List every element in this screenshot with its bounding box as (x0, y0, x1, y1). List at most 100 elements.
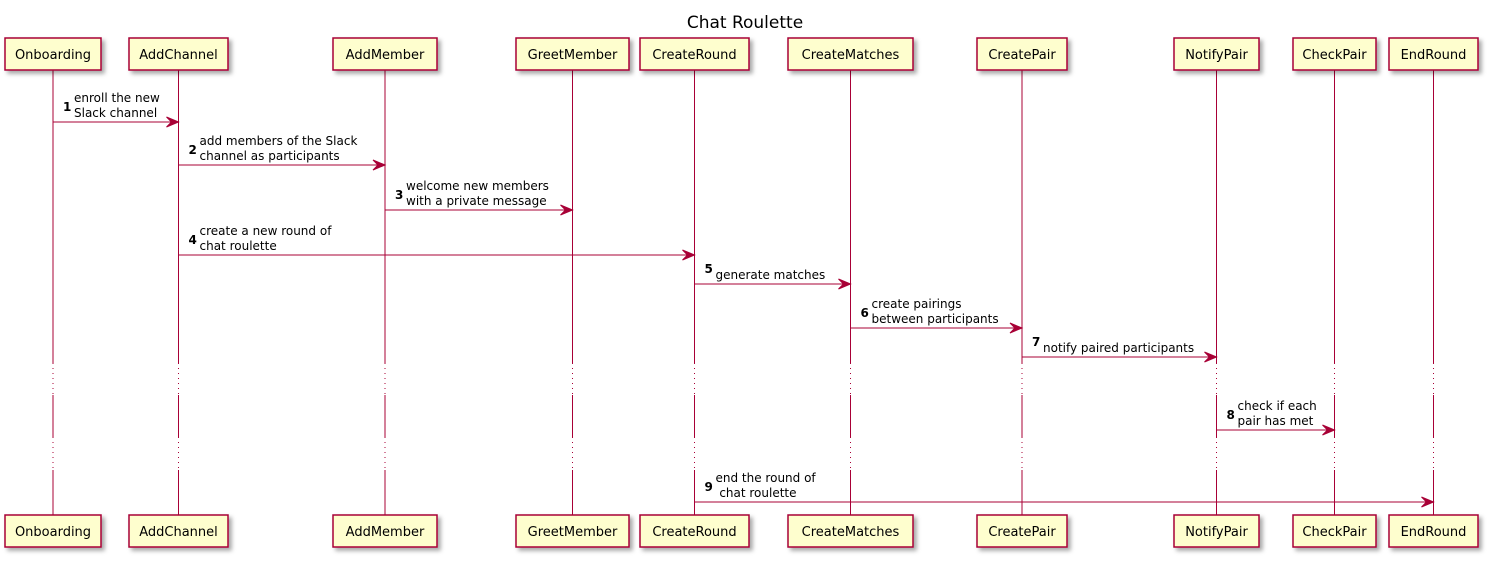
participant-box (128, 514, 229, 548)
message-number: 5 (705, 262, 713, 276)
participant-createround-top: CreateRound (639, 37, 750, 71)
message-label: chat roulette (200, 239, 277, 253)
message-label: pair has met (1238, 414, 1314, 428)
message-number: 6 (861, 306, 869, 320)
participant-box (128, 37, 229, 71)
message-label: check if each (1238, 399, 1317, 413)
participant-endround-bottom: EndRound (1388, 514, 1479, 548)
participant-label: CreatePair (988, 525, 1056, 540)
message-label: create a new round of (200, 224, 333, 238)
arrowhead-icon (1009, 322, 1024, 334)
participant-box (4, 514, 102, 548)
participant-box (1388, 514, 1479, 548)
participant-onboarding-top: Onboarding (4, 37, 102, 71)
participant-label: AddMember (346, 48, 425, 63)
participant-box (1292, 37, 1377, 71)
participant-box (1292, 514, 1377, 548)
participants-bottom: Onboarding AddChannel AddMember GreetMember… (4, 514, 1479, 548)
participant-notifypair-top: NotifyPair (1173, 37, 1260, 71)
participant-label: Onboarding (15, 48, 91, 63)
arrowhead-icon (560, 204, 574, 216)
arrowhead-icon (372, 159, 387, 171)
arrowhead-icon (1204, 351, 1218, 363)
message-label: Slack channel (74, 106, 157, 120)
participant-createpair-bottom: CreatePair (976, 514, 1068, 548)
message-label: enroll the new (74, 91, 160, 105)
participant-addmember-bottom: AddMember (332, 514, 438, 548)
participant-greetmember-top: GreetMember (515, 37, 630, 71)
arrowhead-icon (1322, 424, 1336, 436)
message-label: create pairings (872, 297, 962, 311)
participant-box (515, 37, 630, 71)
message-number: 2 (189, 143, 197, 157)
participant-label: EndRound (1401, 525, 1467, 540)
participant-box (1173, 37, 1260, 71)
arrowhead-icon (166, 116, 180, 128)
message-label: between participants (872, 312, 999, 326)
message-label: generate matches (716, 268, 826, 282)
participant-label: AddChannel (139, 525, 218, 540)
message-number: 9 (705, 480, 713, 494)
participant-box (1173, 514, 1260, 548)
participant-box (639, 37, 750, 71)
participant-label: GreetMember (528, 525, 618, 540)
participant-label: NotifyPair (1185, 48, 1248, 63)
message-number: 1 (63, 100, 71, 114)
message-label: end the round of (716, 471, 817, 485)
participant-label: CreateMatches (802, 48, 900, 63)
message-number: 7 (1032, 335, 1040, 349)
participant-box (332, 514, 438, 548)
participant-label: NotifyPair (1185, 525, 1248, 540)
participant-label: AddMember (346, 525, 425, 540)
participant-box (787, 37, 914, 71)
participant-label: AddChannel (139, 48, 218, 63)
participant-checkpair-top: CheckPair (1292, 37, 1377, 71)
participant-onboarding-bottom: Onboarding (4, 514, 102, 548)
participant-notifypair-bottom: NotifyPair (1173, 514, 1260, 548)
participant-box (515, 514, 630, 548)
participant-box (639, 514, 750, 548)
message-number: 4 (189, 233, 197, 247)
arrowhead-icon (838, 278, 852, 290)
participant-box (4, 37, 102, 71)
lifelines (52, 70, 1434, 515)
message-number: 8 (1227, 408, 1235, 422)
participant-label: GreetMember (528, 48, 618, 63)
message-label: with a private message (406, 194, 547, 208)
participant-creatematches-top: CreateMatches (787, 37, 914, 71)
participant-label: CreateRound (652, 48, 736, 63)
participant-label: Onboarding (15, 525, 91, 540)
message-number: 3 (395, 188, 403, 202)
participant-greetmember-bottom: GreetMember (515, 514, 630, 548)
participant-label: CreatePair (988, 48, 1056, 63)
participant-createround-bottom: CreateRound (639, 514, 750, 548)
participant-addchannel-bottom: AddChannel (128, 514, 229, 548)
participant-addchannel-top: AddChannel (128, 37, 229, 71)
message-label: chat roulette (716, 486, 797, 500)
participant-label: CheckPair (1302, 525, 1367, 540)
message-label: channel as participants (200, 149, 340, 163)
participant-label: CreateMatches (802, 525, 900, 540)
participant-label: CreateRound (652, 525, 736, 540)
participant-creatematches-bottom: CreateMatches (787, 514, 914, 548)
arrowhead-icon (682, 249, 696, 261)
participant-label: CheckPair (1302, 48, 1367, 63)
arrowhead-icon (1421, 496, 1435, 508)
participant-endround-top: EndRound (1388, 37, 1479, 71)
participant-label: EndRound (1401, 48, 1467, 63)
message-label: welcome new members (406, 179, 549, 193)
message-label: add members of the Slack (200, 134, 358, 148)
message-label: notify paired participants (1043, 341, 1194, 355)
participant-box (1388, 37, 1479, 71)
participant-createpair-top: CreatePair (976, 37, 1068, 71)
